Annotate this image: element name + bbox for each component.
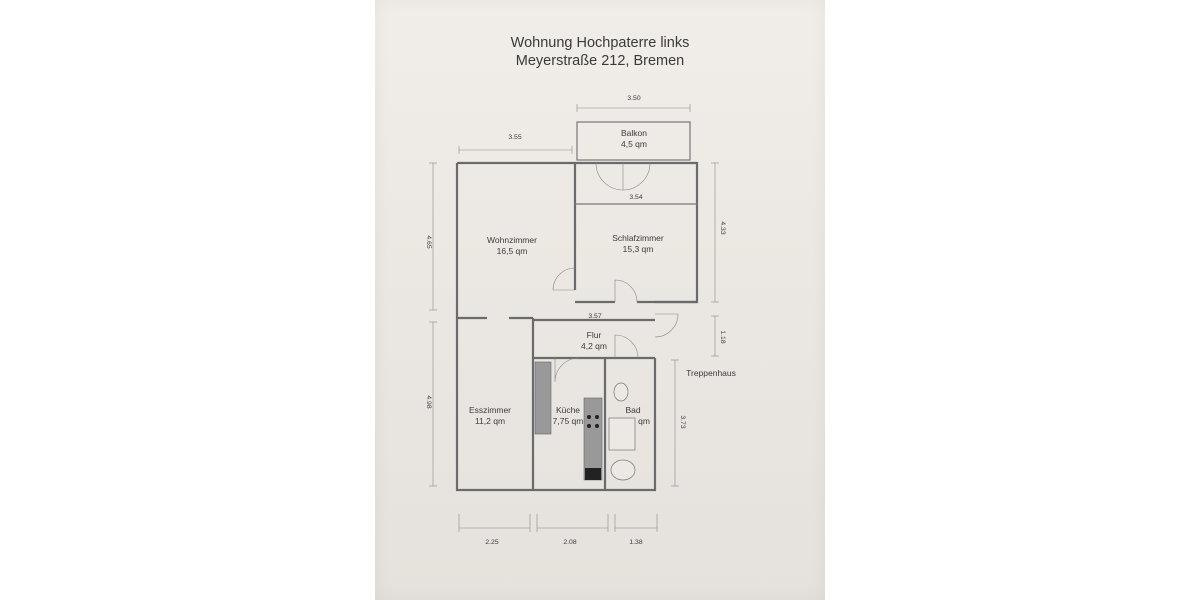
plan-address: Meyerstraße 212, Bremen bbox=[515, 53, 685, 69]
esszimmer-label: Esszimmer bbox=[469, 405, 511, 415]
dim-wohnzimmer-width: 3.55 bbox=[508, 134, 521, 141]
dim-bottom-3: 1.38 bbox=[629, 539, 642, 546]
esszimmer-area: 11,2 qm bbox=[475, 416, 505, 426]
dim-flur-height: 1.18 bbox=[719, 330, 726, 343]
dim-balkon-width: 3.50 bbox=[627, 95, 640, 102]
oven-icon bbox=[585, 468, 601, 480]
dim-bottom-1: 2.25 bbox=[485, 539, 498, 546]
balkon-area: 4,5 qm bbox=[621, 139, 647, 149]
stove-icon bbox=[587, 415, 599, 428]
dim-flur-width: 3.57 bbox=[588, 313, 601, 320]
dim-bad-height: 3.73 bbox=[679, 415, 686, 428]
kitchen-counter-left bbox=[534, 361, 552, 435]
bad-area: qm bbox=[638, 416, 650, 426]
dim-schlafzimmer-width: 3.54 bbox=[629, 194, 642, 201]
paper-sheet: Wohnung Hochpaterre links Meyerstraße 21… bbox=[375, 0, 825, 600]
balkon-label: Balkon bbox=[621, 128, 647, 138]
sink-icon bbox=[613, 382, 629, 402]
plan-title: Wohnung Hochpaterre links bbox=[510, 35, 690, 51]
bathtub-icon bbox=[608, 417, 636, 451]
floor-plan: 3.50 3.55 3.54 3.57 bbox=[425, 95, 736, 546]
treppenhaus-label: Treppenhaus bbox=[686, 368, 736, 378]
dim-bottom-2: 2.08 bbox=[563, 539, 576, 546]
dim-wohnzimmer-height: 4.65 bbox=[425, 235, 432, 248]
kueche-area: 7,75 qm bbox=[553, 416, 584, 426]
schlafzimmer-area: 15,3 qm bbox=[623, 244, 654, 254]
wohnzimmer-area: 16,5 qm bbox=[497, 246, 528, 256]
schlafzimmer-label: Schlafzimmer bbox=[612, 233, 664, 243]
kitchen-counter-right bbox=[583, 397, 603, 481]
bad-label: Bad bbox=[625, 405, 640, 415]
kueche-label: Küche bbox=[556, 405, 580, 415]
balkon-outline bbox=[576, 121, 691, 161]
toilet-icon bbox=[610, 459, 636, 481]
dim-schlafzimmer-height: 4.33 bbox=[719, 221, 726, 234]
flur-label: Flur bbox=[587, 330, 602, 340]
wohnzimmer-label: Wohnzimmer bbox=[487, 235, 537, 245]
outer-wall-left-bottom bbox=[455, 163, 657, 492]
flur-area: 4,2 qm bbox=[581, 341, 607, 351]
dim-esszimmer-height: 4.98 bbox=[425, 395, 432, 408]
